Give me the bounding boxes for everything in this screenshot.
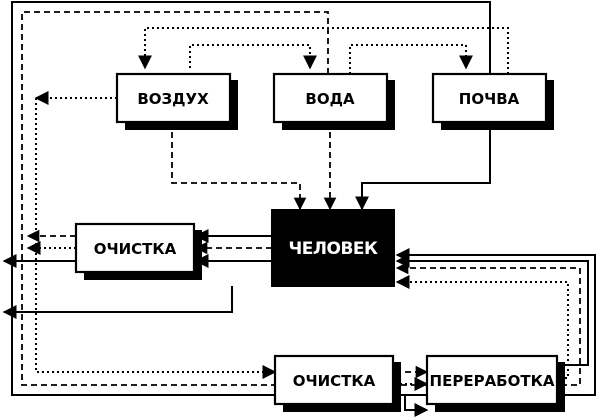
node-cleaning-bottom: ОЧИСТКА: [273, 354, 401, 412]
node-air: ВОЗДУХ: [115, 72, 238, 130]
node-processing: ПЕРЕРАБОТКА: [425, 354, 565, 412]
edge-processing-down: [404, 395, 429, 417]
node-processing-label: ПЕРЕРАБОТКА: [430, 372, 555, 390]
edge-dotted-right-loop: [395, 275, 569, 379]
edge-dotted-top-water-soil: [349, 44, 473, 74]
edge-dotted-left-down: [35, 98, 277, 379]
node-soil-label: ПОЧВА: [459, 90, 520, 108]
node-water: ВОДА: [272, 72, 395, 130]
edge-water-outer-loop: [21, 11, 581, 386]
edge-air-human: [171, 122, 307, 211]
node-soil: ПОЧВА: [431, 72, 554, 130]
edge-dotted-top-air-soil: [138, 27, 509, 74]
node-water-label: ВОДА: [305, 90, 355, 108]
node-air-label: ВОЗДУХ: [137, 90, 209, 108]
node-human-label: ЧЕЛОВЕК: [289, 239, 378, 259]
edge-dotted-top-air-water: [189, 44, 317, 70]
node-cleaning-left: ОЧИСТКА: [74, 222, 202, 280]
edge-soil-human: [355, 122, 491, 211]
node-cleaning-bottom-label: ОЧИСТКА: [293, 372, 376, 390]
edge-human-out-bottom: [2, 286, 233, 319]
node-human: ЧЕЛОВЕК: [271, 209, 395, 287]
node-cleaning-left-label: ОЧИСТКА: [94, 240, 177, 258]
edge-soil-outer-loop: [11, 1, 596, 396]
edge-processing-human: [395, 254, 589, 366]
